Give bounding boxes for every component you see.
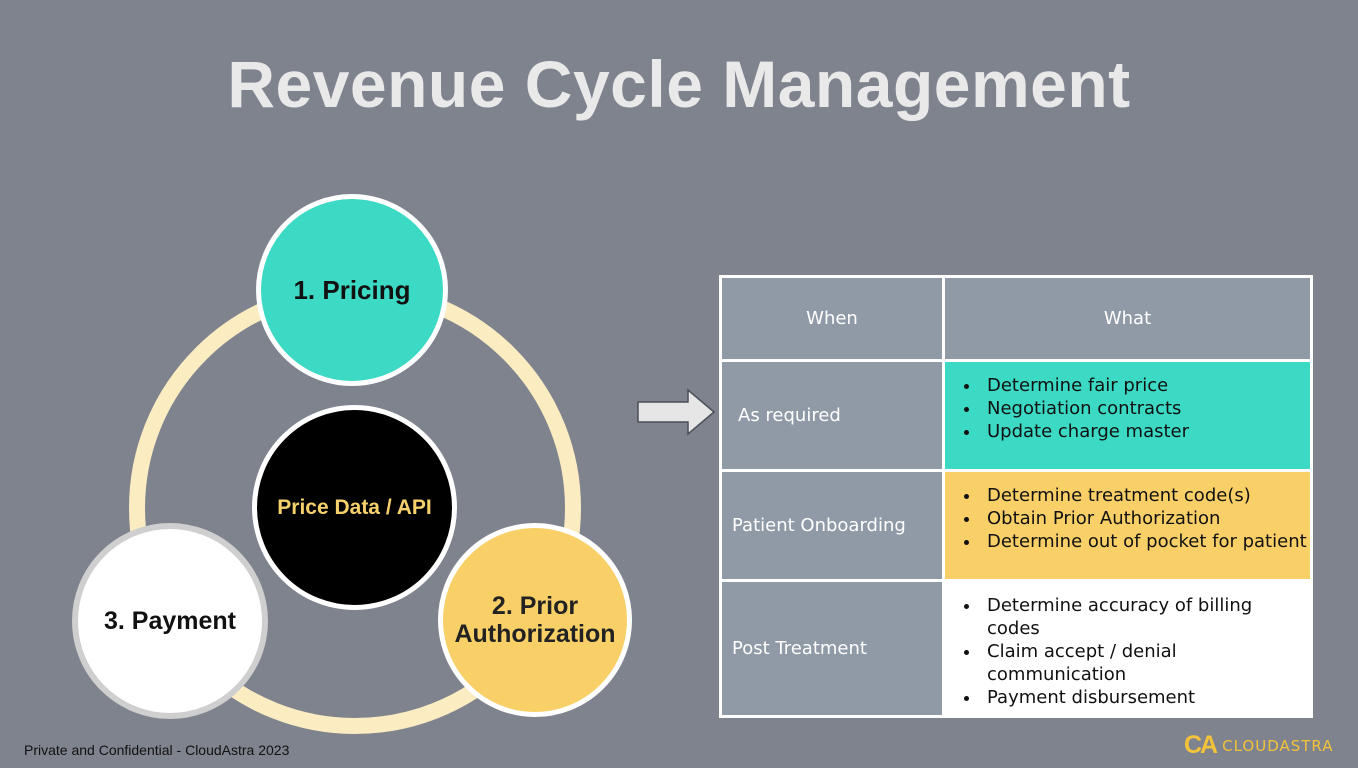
- pricing-label: 1. Pricing: [293, 274, 411, 305]
- list-item: Determine treatment code(s): [981, 484, 1310, 507]
- when-cell: Patient Onboarding: [719, 469, 945, 582]
- list-item: Payment disbursement: [981, 686, 1310, 709]
- list-item: Claim accept / denial communication: [981, 640, 1310, 686]
- footer-text: Private and Confidential - CloudAstra 20…: [24, 742, 290, 758]
- pricing-node: 1. Pricing: [256, 194, 448, 386]
- when-cell: Post Treatment: [719, 579, 945, 718]
- cloudastra-logo-text: CLOUDASTRA: [1222, 736, 1334, 755]
- prior-authorization-node: 2. Prior Authorization: [438, 523, 632, 717]
- price-data-api-label: Price Data / API: [277, 495, 432, 519]
- prior-authorization-label-line1: 2. Prior: [491, 592, 579, 620]
- list-item: Determine fair price: [981, 374, 1310, 397]
- table-row: Post Treatment Determine accuracy of bil…: [719, 579, 1313, 718]
- payment-label: 3. Payment: [103, 606, 236, 635]
- table-row: As required Determine fair price Negotia…: [719, 359, 1313, 472]
- rcm-table: When What As required Determine fair pri…: [719, 275, 1313, 718]
- list-item: Determine out of pocket for patient: [981, 530, 1310, 553]
- table-header-row: When What: [719, 275, 1313, 362]
- header-when: When: [719, 275, 945, 362]
- payment-node: 3. Payment: [72, 523, 268, 719]
- what-cell: Determine treatment code(s) Obtain Prior…: [942, 469, 1313, 582]
- when-cell: As required: [719, 359, 945, 472]
- list-item: Obtain Prior Authorization: [981, 507, 1310, 530]
- list-item: Negotiation contracts: [981, 397, 1310, 420]
- table-row: Patient Onboarding Determine treatment c…: [719, 469, 1313, 582]
- list-item: Update charge master: [981, 420, 1310, 443]
- cloudastra-logo-icon: CA: [1184, 731, 1218, 759]
- what-cell: Determine fair price Negotiation contrac…: [942, 359, 1313, 472]
- price-data-api-node: Price Data / API: [252, 405, 457, 610]
- right-arrow-icon: [637, 388, 716, 436]
- prior-authorization-label-line2: Authorization: [454, 620, 616, 648]
- what-cell: Determine accuracy of billing codes Clai…: [942, 579, 1313, 718]
- cloudastra-logo: CA CLOUDASTRA: [1184, 731, 1334, 760]
- list-item: Determine accuracy of billing codes: [981, 594, 1310, 640]
- slide-title: Revenue Cycle Management: [227, 47, 1131, 121]
- header-what: What: [942, 275, 1313, 362]
